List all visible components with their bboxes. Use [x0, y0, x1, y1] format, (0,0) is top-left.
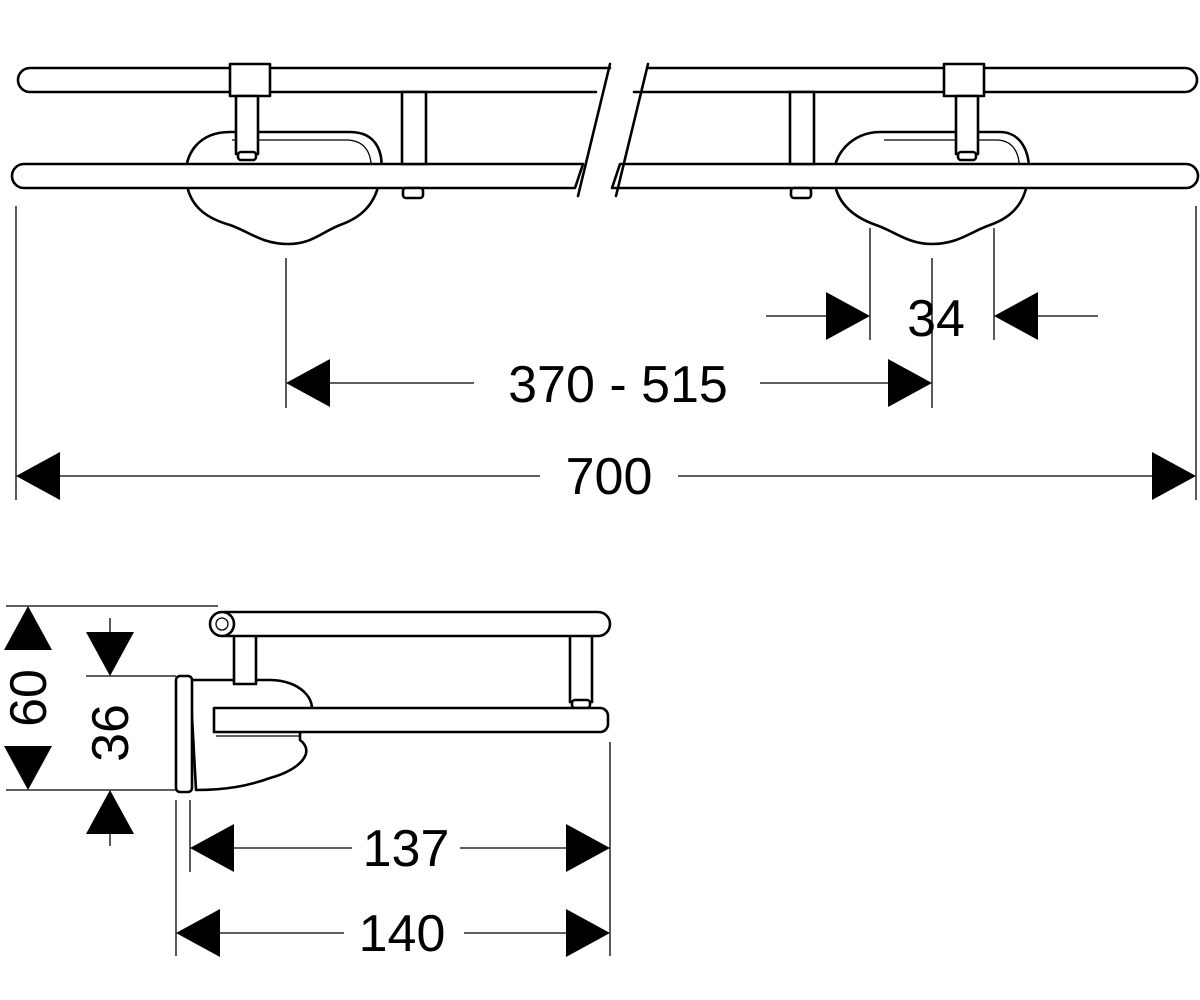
left-rail-clamp	[228, 62, 272, 98]
arrow-up	[4, 606, 52, 650]
arrow-right	[888, 359, 932, 407]
side-view-dimensions: 60 36 137 140	[0, 605, 611, 963]
right-post	[954, 94, 980, 156]
top-rail-left	[16, 66, 612, 94]
arrow-in-left	[826, 292, 870, 340]
arrow-left	[176, 909, 220, 957]
dim-overall-length: 700	[566, 448, 653, 506]
side-rail-end-inner	[215, 617, 229, 631]
arrow-in-up	[86, 790, 134, 834]
break-line-right	[614, 62, 650, 198]
arrow-left	[190, 824, 234, 872]
dim-bracket-spacing: 370 - 515	[508, 356, 728, 414]
arrow-in-down	[86, 632, 134, 676]
arrow-left	[286, 359, 330, 407]
left-support-post	[400, 90, 428, 166]
side-rear-post	[232, 632, 258, 686]
dim-height-rail: 36	[82, 704, 140, 762]
front-view-dimensions: 700 370 - 515 34	[15, 206, 1197, 506]
top-rail-right	[632, 66, 1199, 94]
side-wall-mount	[188, 678, 314, 792]
arrow-right	[1152, 452, 1196, 500]
arrow-down	[4, 746, 52, 790]
arrow-in-right	[994, 292, 1038, 340]
arrow-left	[16, 452, 60, 500]
shelf-bar-right	[610, 162, 1200, 190]
dim-depth-outer: 140	[359, 905, 446, 963]
left-support-screw	[401, 186, 425, 200]
arrow-right	[566, 824, 610, 872]
side-top-rail	[222, 610, 612, 638]
dim-height-total: 60	[0, 669, 58, 727]
shelf-bar-left	[10, 162, 585, 190]
dim-bracket-width: 34	[907, 290, 965, 348]
side-wall-plate	[174, 674, 194, 794]
left-post-cap	[236, 150, 258, 162]
side-shelf-bar	[212, 706, 610, 734]
arrow-right	[566, 909, 610, 957]
side-front-post	[568, 632, 594, 704]
left-post	[234, 94, 260, 156]
front-view	[10, 62, 1200, 246]
side-view	[174, 610, 612, 794]
right-support-post	[788, 90, 816, 166]
break-line-left	[576, 62, 612, 198]
right-rail-clamp	[942, 62, 986, 98]
right-support-screw	[789, 186, 813, 200]
right-post-cap	[956, 150, 978, 162]
dim-depth-shelf: 137	[363, 820, 450, 878]
side-rail-end	[208, 610, 236, 638]
